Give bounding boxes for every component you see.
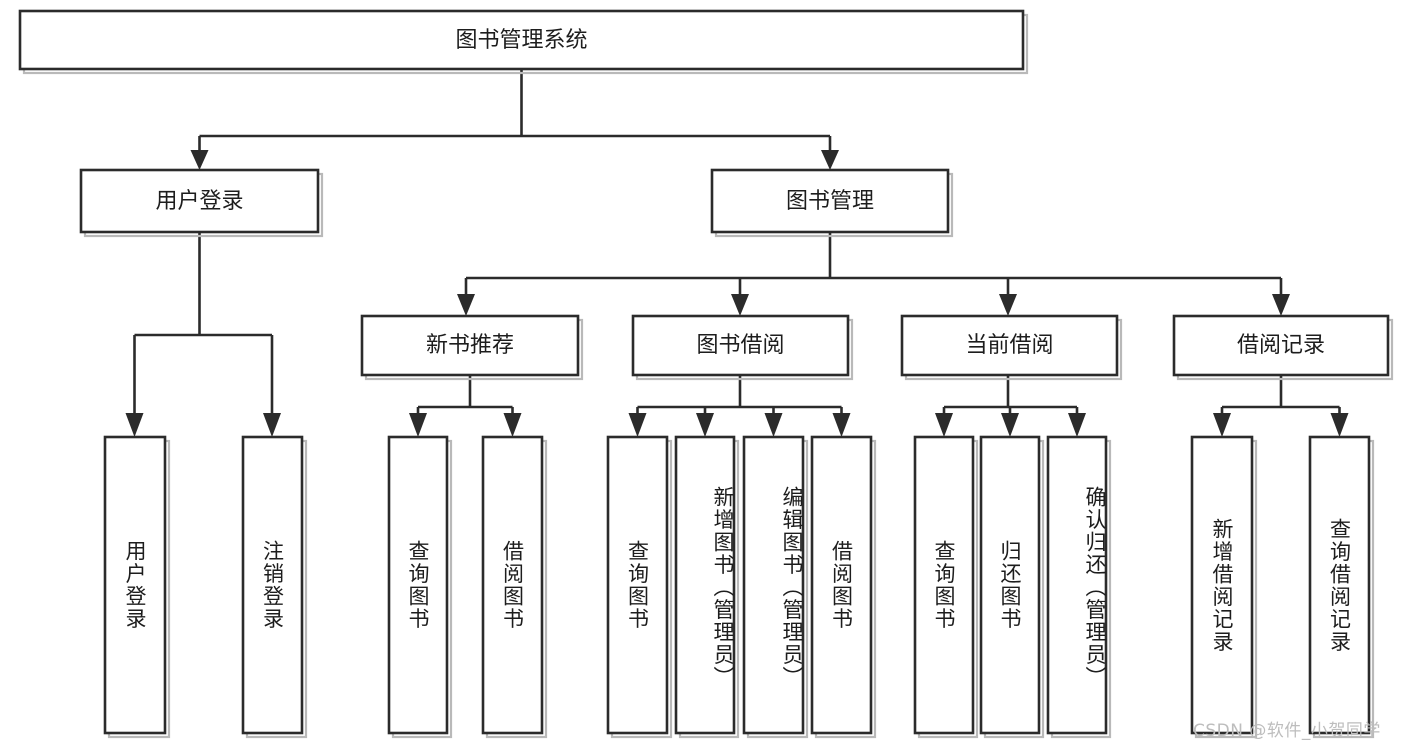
node-leaf-user-logout[interactable] bbox=[241, 435, 308, 739]
node-leaf-return-book[interactable] bbox=[979, 435, 1045, 739]
leaf-box-layer bbox=[103, 435, 1375, 739]
node-leaf-query-book-borrow[interactable] bbox=[606, 435, 673, 739]
node-book-borrow[interactable]: 图书借阅 bbox=[631, 314, 854, 381]
node-root[interactable]: 图书管理系统 bbox=[18, 9, 1029, 75]
node-leaf-edit-book[interactable] bbox=[742, 435, 809, 739]
node-root-label: 图书管理系统 bbox=[455, 28, 587, 53]
connector-currentborrow-to-leaves bbox=[935, 375, 1086, 437]
connector-bookborrow-to-leaves bbox=[628, 375, 851, 437]
node-leaf-borrow-book[interactable] bbox=[810, 435, 877, 739]
node-leaf-borrow-book-recommend[interactable] bbox=[481, 435, 548, 739]
connector-bookmgmt-to-level3 bbox=[457, 232, 1290, 316]
node-user-login[interactable]: 用户登录 bbox=[79, 168, 324, 238]
node-borrow-record[interactable]: 借阅记录 bbox=[1172, 314, 1394, 381]
node-current-borrow[interactable]: 当前借阅 bbox=[900, 314, 1123, 381]
connector-newbook-to-leaves bbox=[409, 375, 522, 437]
node-book-borrow-label: 图书借阅 bbox=[696, 333, 784, 358]
node-leaf-query-book-current[interactable] bbox=[913, 435, 979, 739]
node-borrow-record-label: 借阅记录 bbox=[1237, 333, 1325, 358]
node-new-book-recommend[interactable]: 新书推荐 bbox=[360, 314, 584, 381]
node-leaf-query-book-recommend[interactable] bbox=[387, 435, 453, 739]
connector-borrowrecord-to-leaves bbox=[1213, 375, 1349, 437]
connector-userlogin-to-leaves bbox=[125, 232, 281, 437]
node-book-management-label: 图书管理 bbox=[786, 189, 874, 214]
connector-root-to-level2 bbox=[190, 69, 839, 170]
node-user-login-label: 用户登录 bbox=[155, 189, 243, 214]
node-book-management[interactable]: 图书管理 bbox=[710, 168, 954, 238]
node-leaf-add-borrow-record[interactable] bbox=[1190, 435, 1258, 739]
node-leaf-add-book[interactable] bbox=[674, 435, 740, 739]
connector-layer bbox=[125, 69, 1349, 437]
node-new-book-recommend-label: 新书推荐 bbox=[426, 333, 514, 358]
node-current-borrow-label: 当前借阅 bbox=[965, 333, 1053, 358]
watermark-text: CSDN @软件_小贺同学 bbox=[1193, 721, 1381, 741]
node-leaf-query-borrow-record[interactable] bbox=[1308, 435, 1375, 739]
node-leaf-confirm-return[interactable] bbox=[1046, 435, 1112, 739]
node-leaf-user-login[interactable] bbox=[103, 435, 171, 739]
